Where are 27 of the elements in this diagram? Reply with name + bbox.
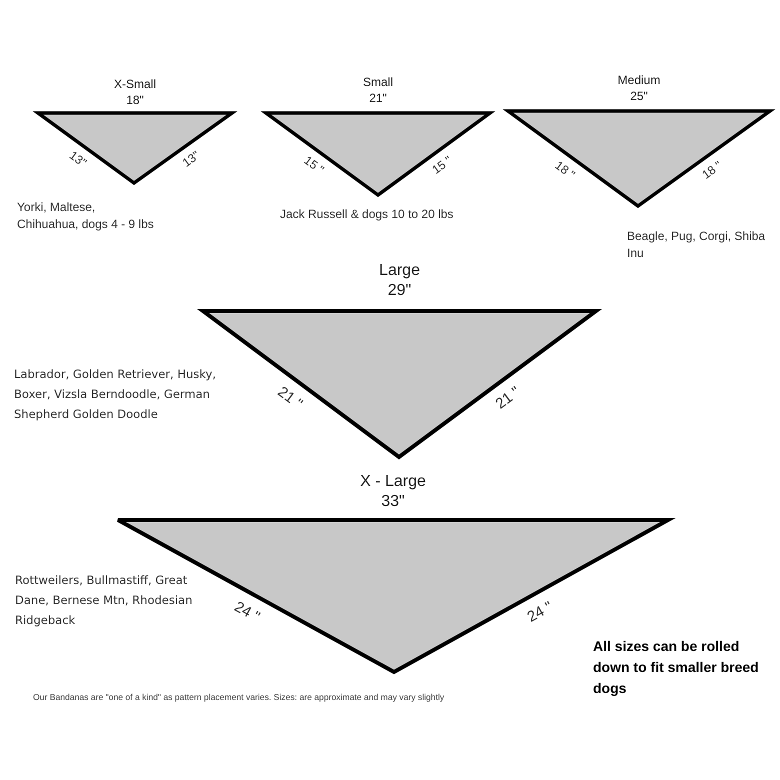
breed-list: Rottweilers, Bullmastiff, Great Dane, Bernese Mtn, Rhodesian Ridgeback — [15, 570, 215, 630]
breed-list: Labrador, Golden Retriever, Husky, Boxer, Vizsla Berndoodle, German Shepherd Golden Doodle — [14, 364, 244, 424]
size-name: Large — [379, 262, 420, 280]
length-label: 33" — [381, 493, 405, 511]
side-length-label: 18 " — [700, 158, 724, 181]
side-length-label: 24 " — [232, 598, 262, 625]
side-length-label: 21 " — [493, 384, 524, 412]
length-label: 21" — [369, 92, 387, 106]
breed-list: Jack Russell & dogs 10 to 20 lbs — [280, 206, 520, 224]
length-label: 25" — [630, 90, 648, 104]
size-name: Small — [363, 76, 393, 90]
side-length-label: 15 " — [430, 154, 454, 176]
size-name: X - Large — [360, 473, 426, 491]
length-label: 29" — [388, 282, 412, 300]
side-length-label: 15 " — [302, 154, 326, 176]
breed-list: Yorki, Maltese, Chihuahua, dogs 4 - 9 lbs — [17, 199, 157, 234]
side-length-label: 18 " — [552, 158, 577, 181]
side-length-label: 21 " — [275, 384, 306, 412]
breed-list: Beagle, Pug, Corgi, Shiba Inu — [627, 228, 777, 263]
size-name: Medium — [618, 74, 660, 88]
footnote: Our Bandanas are "one of a kind" as pattern placement varies. Sizes: are approximate and may vary slightly — [33, 692, 444, 702]
length-label: 18" — [126, 94, 144, 108]
side-length-label: 13" — [180, 149, 202, 170]
size-name: X-Small — [114, 78, 156, 92]
note-text: All sizes can be rolled down to fit smaller breed dogs — [593, 637, 760, 698]
side-length-label: 24 " — [524, 598, 555, 625]
side-length-label: 13" — [67, 149, 88, 170]
